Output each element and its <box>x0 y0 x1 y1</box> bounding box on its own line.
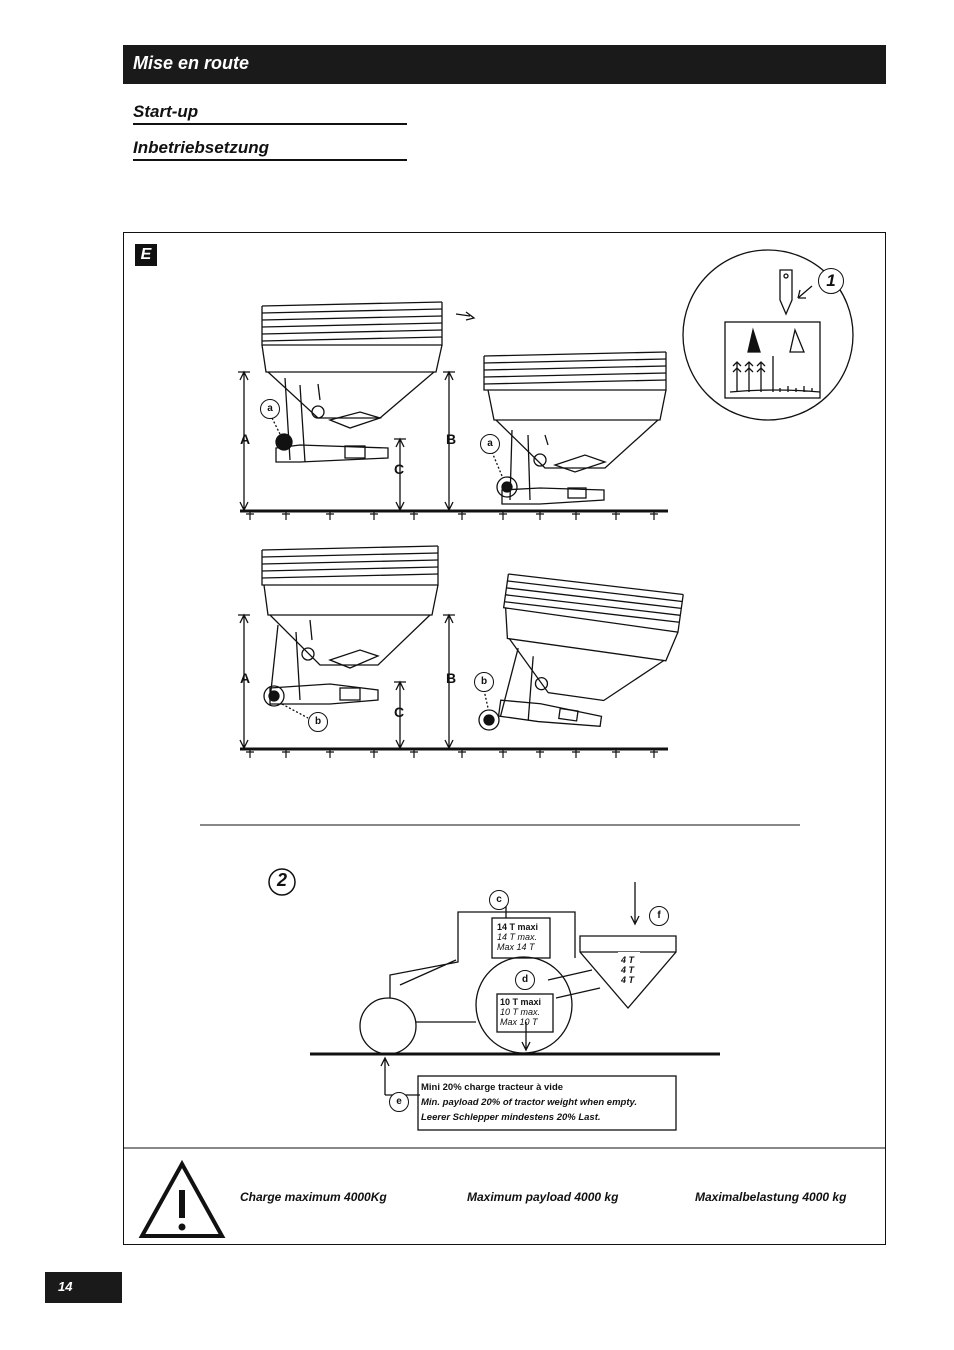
dim-label-b-bottom: B <box>446 670 457 686</box>
cab-load-box: 14 T maxi 14 T max. Max 14 T <box>497 922 538 952</box>
figure-number-2: 2 <box>276 870 287 890</box>
dim-label-c-bottom: C <box>394 704 405 720</box>
dim-label-a-top: A <box>240 431 251 447</box>
hopper-load-line2: 4 T <box>621 965 635 975</box>
cab-load-line2: 14 T max. <box>497 932 538 942</box>
front-note-line1: Mini 20% charge tracteur à vide <box>421 1082 564 1093</box>
label-c: c <box>489 890 509 910</box>
axle-load-line3: Max 10 T <box>500 1017 538 1027</box>
dim-label-c-top: C <box>394 461 405 477</box>
point-label-a-right: a <box>480 434 500 454</box>
spreader-bottom-left <box>261 545 439 707</box>
warning-icon <box>140 1160 224 1240</box>
label-f: f <box>649 906 669 926</box>
point-label-a-left: a <box>260 399 280 419</box>
dim-label-b-top: B <box>446 431 457 447</box>
hopper-load-line3: 4 T <box>621 975 635 985</box>
warning-text-fr: Charge maximum 4000Kg <box>240 1190 387 1204</box>
label-e: e <box>389 1092 409 1112</box>
cab-load-line1: 14 T maxi <box>497 922 539 932</box>
hopper-load-box: 4 T 4 T 4 T <box>621 955 634 985</box>
cab-load-line3: Max 14 T <box>497 942 535 952</box>
callout-number-1: 1 <box>818 268 844 294</box>
hopper-load-line1: 4 T <box>621 955 635 965</box>
section-panel <box>123 232 886 1245</box>
spreader-top-right <box>483 351 667 505</box>
front-note-line2: Min. payload 20% of tractor weight when … <box>421 1097 638 1108</box>
front-note-line3: Leerer Schlepper mindestens 20% Last. <box>421 1112 601 1123</box>
point-label-b-left: b <box>308 712 328 732</box>
section-badge: E <box>135 244 157 266</box>
label-d: d <box>515 970 535 990</box>
header-title: Mise en route <box>133 53 250 73</box>
point-label-b-right: b <box>474 672 494 692</box>
subtitle-de: Inbetriebsetzung <box>133 138 407 161</box>
spreader-bottom-right <box>497 573 684 727</box>
page-number: 14 <box>58 1279 73 1294</box>
warning-text-en: Maximum payload 4000 kg <box>467 1190 619 1204</box>
warning-text-de: Maximalbelastung 4000 kg <box>695 1190 847 1204</box>
subtitle-en: Start-up <box>133 102 407 125</box>
axle-load-box: 10 T maxi 10 T max. Max 10 T <box>500 997 541 1027</box>
axle-load-line2: 10 T max. <box>500 1007 541 1017</box>
header-bar: Mise en route <box>123 45 886 84</box>
front-note-box: Mini 20% charge tracteur à vide Min. pay… <box>421 1080 637 1125</box>
dim-label-a-bottom: A <box>240 670 251 686</box>
page-number-box: 14 <box>45 1272 122 1303</box>
spreader-top-left <box>261 301 476 463</box>
axle-load-line1: 10 T maxi <box>500 997 542 1007</box>
